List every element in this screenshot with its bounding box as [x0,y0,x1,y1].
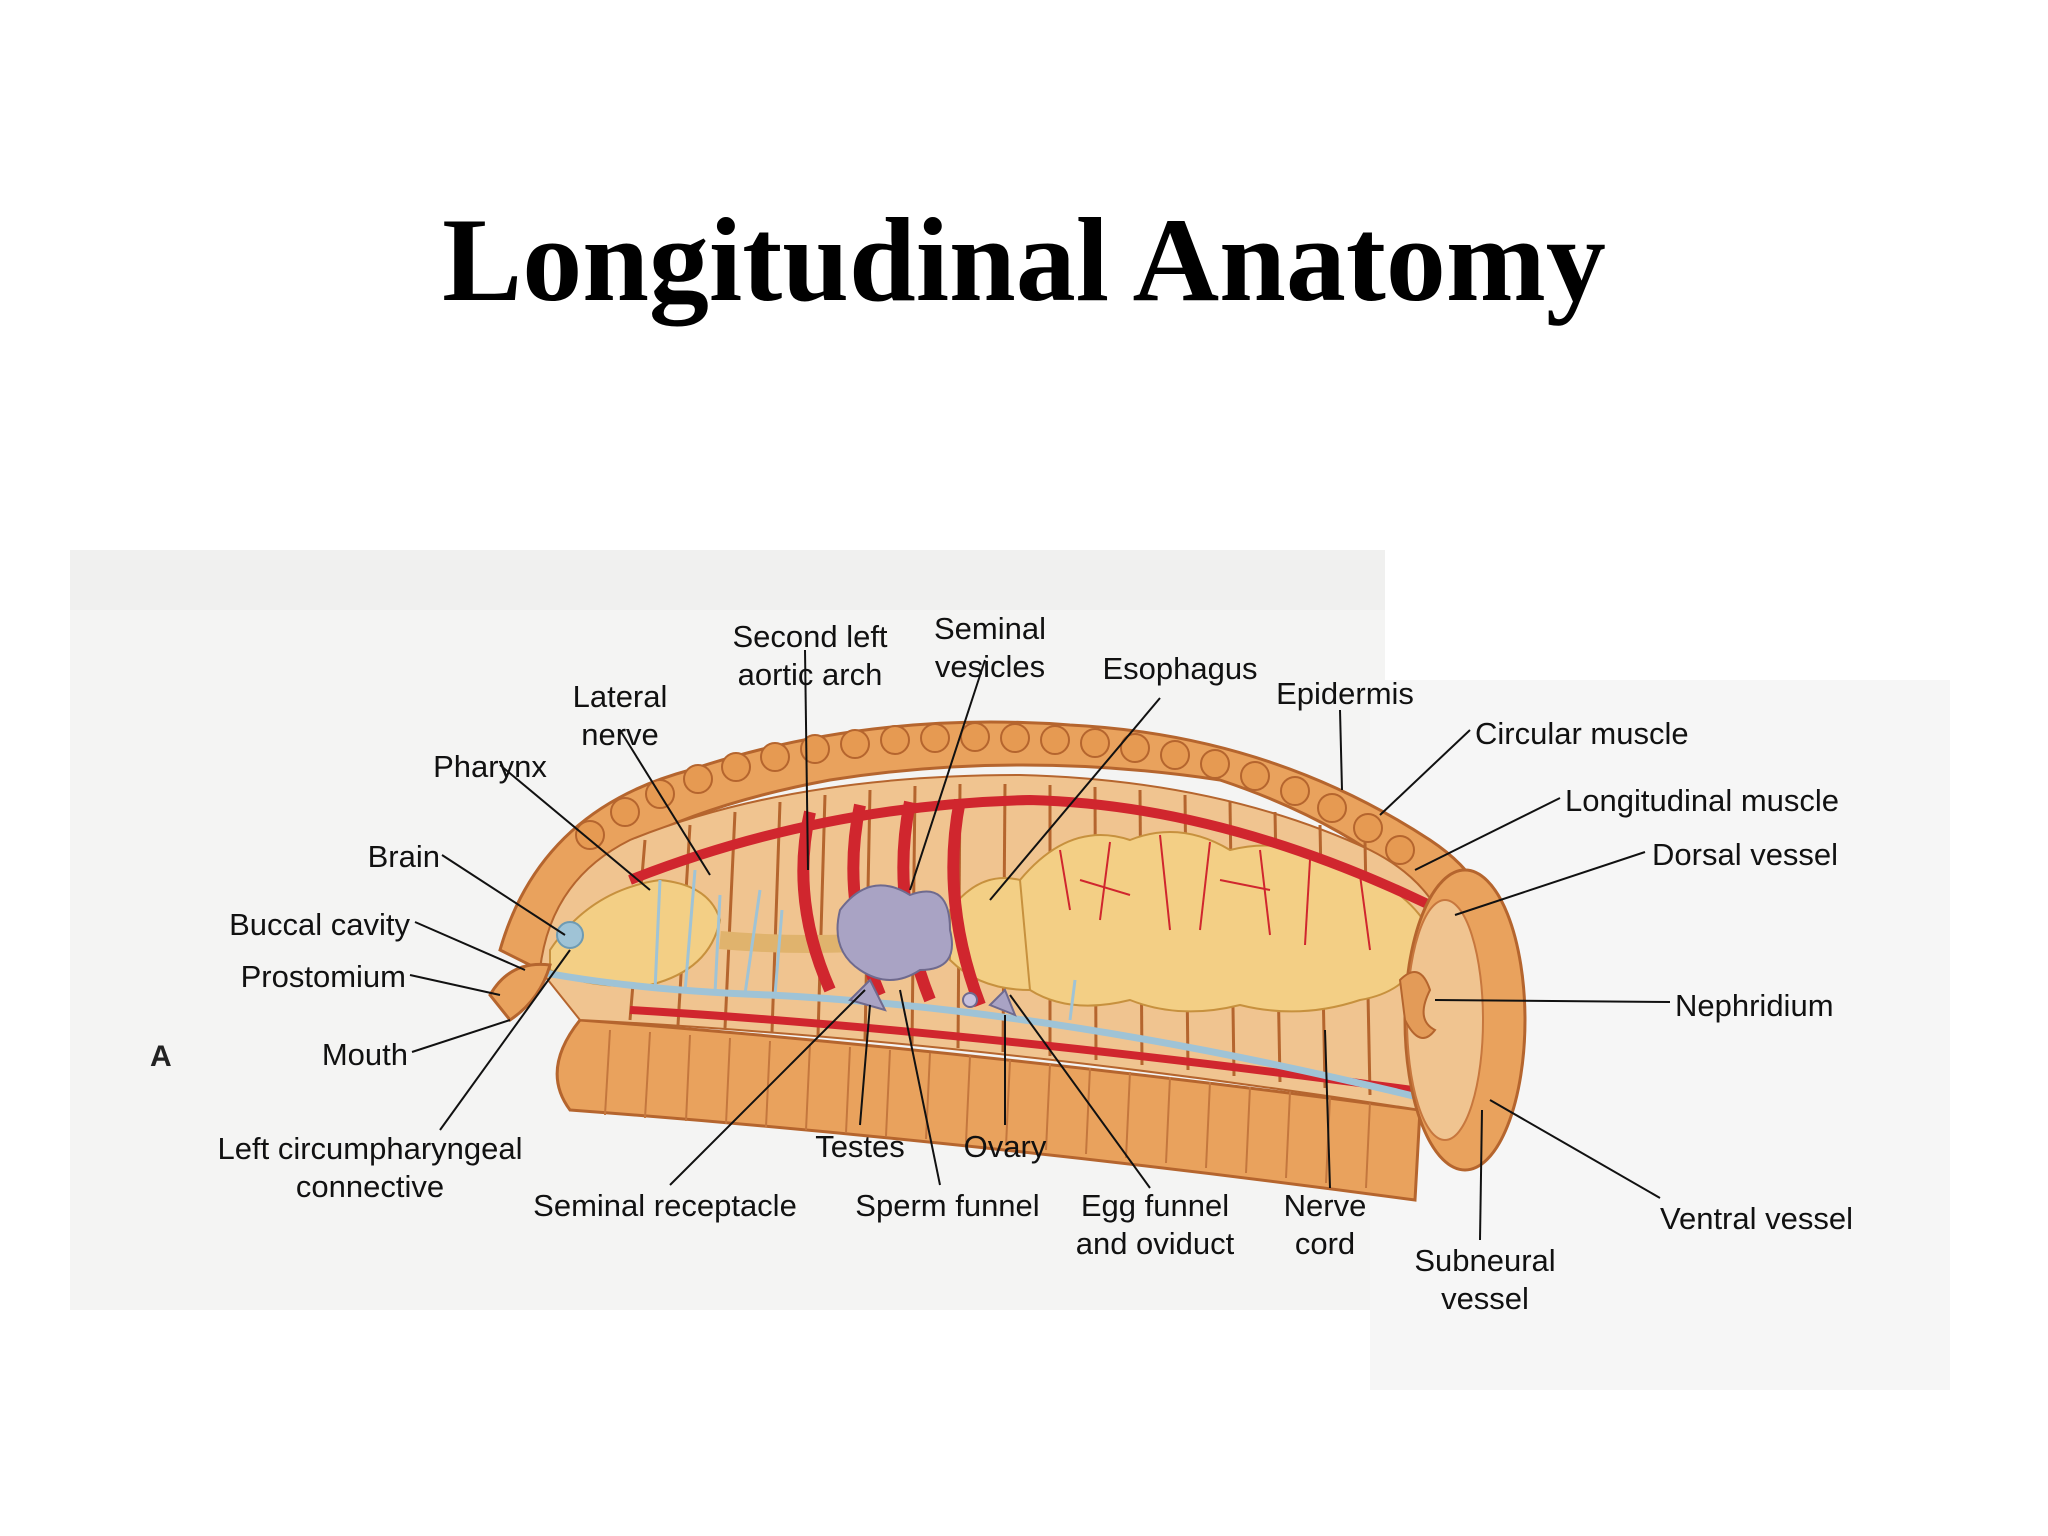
label-esophagus: Esophagus [1102,651,1258,686]
dorsal-vessel [628,794,1453,920]
label-nephridium: Nephridium [1675,988,1834,1023]
panel-letter: A [150,1040,172,1073]
label-dorsal-vessel: Dorsal vessel [1652,837,1839,872]
testes-shape [848,978,887,1012]
label-second-left-aortic-arch-l1: Second left aortic arch [732,619,888,692]
label-seminal-receptacle: Seminal receptacle [533,1188,797,1223]
label-subneural-vessel: Subneural vessel [1414,1243,1556,1316]
brain-shape [556,921,584,949]
label-testes: Testes [815,1129,905,1164]
label-egg-funnel-and-oviduct: Egg funnel and oviduct [1075,1188,1235,1261]
lateral-nerves [653,869,1077,1021]
label-epidermis: Epidermis [1276,676,1414,711]
earthworm-illustration [70,550,1950,1390]
label-pharynx: Pharynx [433,749,547,784]
label-sperm-funnel: Sperm funnel [855,1188,1040,1223]
leader-lines [409,649,1671,1241]
label-lateral-nerve: Lateral nerve [572,679,668,752]
lower-segment-ridges [604,1029,1371,1189]
body-wall-lower [555,1018,1422,1202]
label-longitudinal-muscle: Longitudinal muscle [1565,783,1840,818]
label-prostomium: Prostomium [240,959,406,994]
label-ovary: Ovary [963,1129,1047,1164]
label-seminal-vesicles: Seminal vesicles [934,611,1046,684]
label-mouth: Mouth [321,1037,408,1072]
label-circular-muscle: Circular muscle [1475,716,1689,751]
scan-band [70,550,1385,610]
ovary-shape [988,988,1017,1017]
label-left-circumpharyngeal-connective: Left circumpharyngeal connective [217,1131,523,1204]
label-ventral-vessel: Ventral vessel [1660,1201,1853,1236]
label-buccal-cavity: Buccal cavity [229,907,410,942]
label-nerve-cord: Nerve cord [1283,1188,1367,1261]
label-brain: Brain [367,839,440,874]
prostomium-shape [488,962,552,1023]
seminal-receptacle-shape [962,992,978,1008]
gut-capillaries [1059,834,1371,951]
label-second-left-aortic-arch: Second left aortic arch [720,618,900,694]
earthworm-figure: Second left aortic arch Seminal vesicles… [70,550,1950,1390]
nephridium-shape [1398,971,1437,1039]
slide-title: Longitudinal Anatomy [442,193,1606,326]
seminal-vesicles-shape [836,884,953,981]
